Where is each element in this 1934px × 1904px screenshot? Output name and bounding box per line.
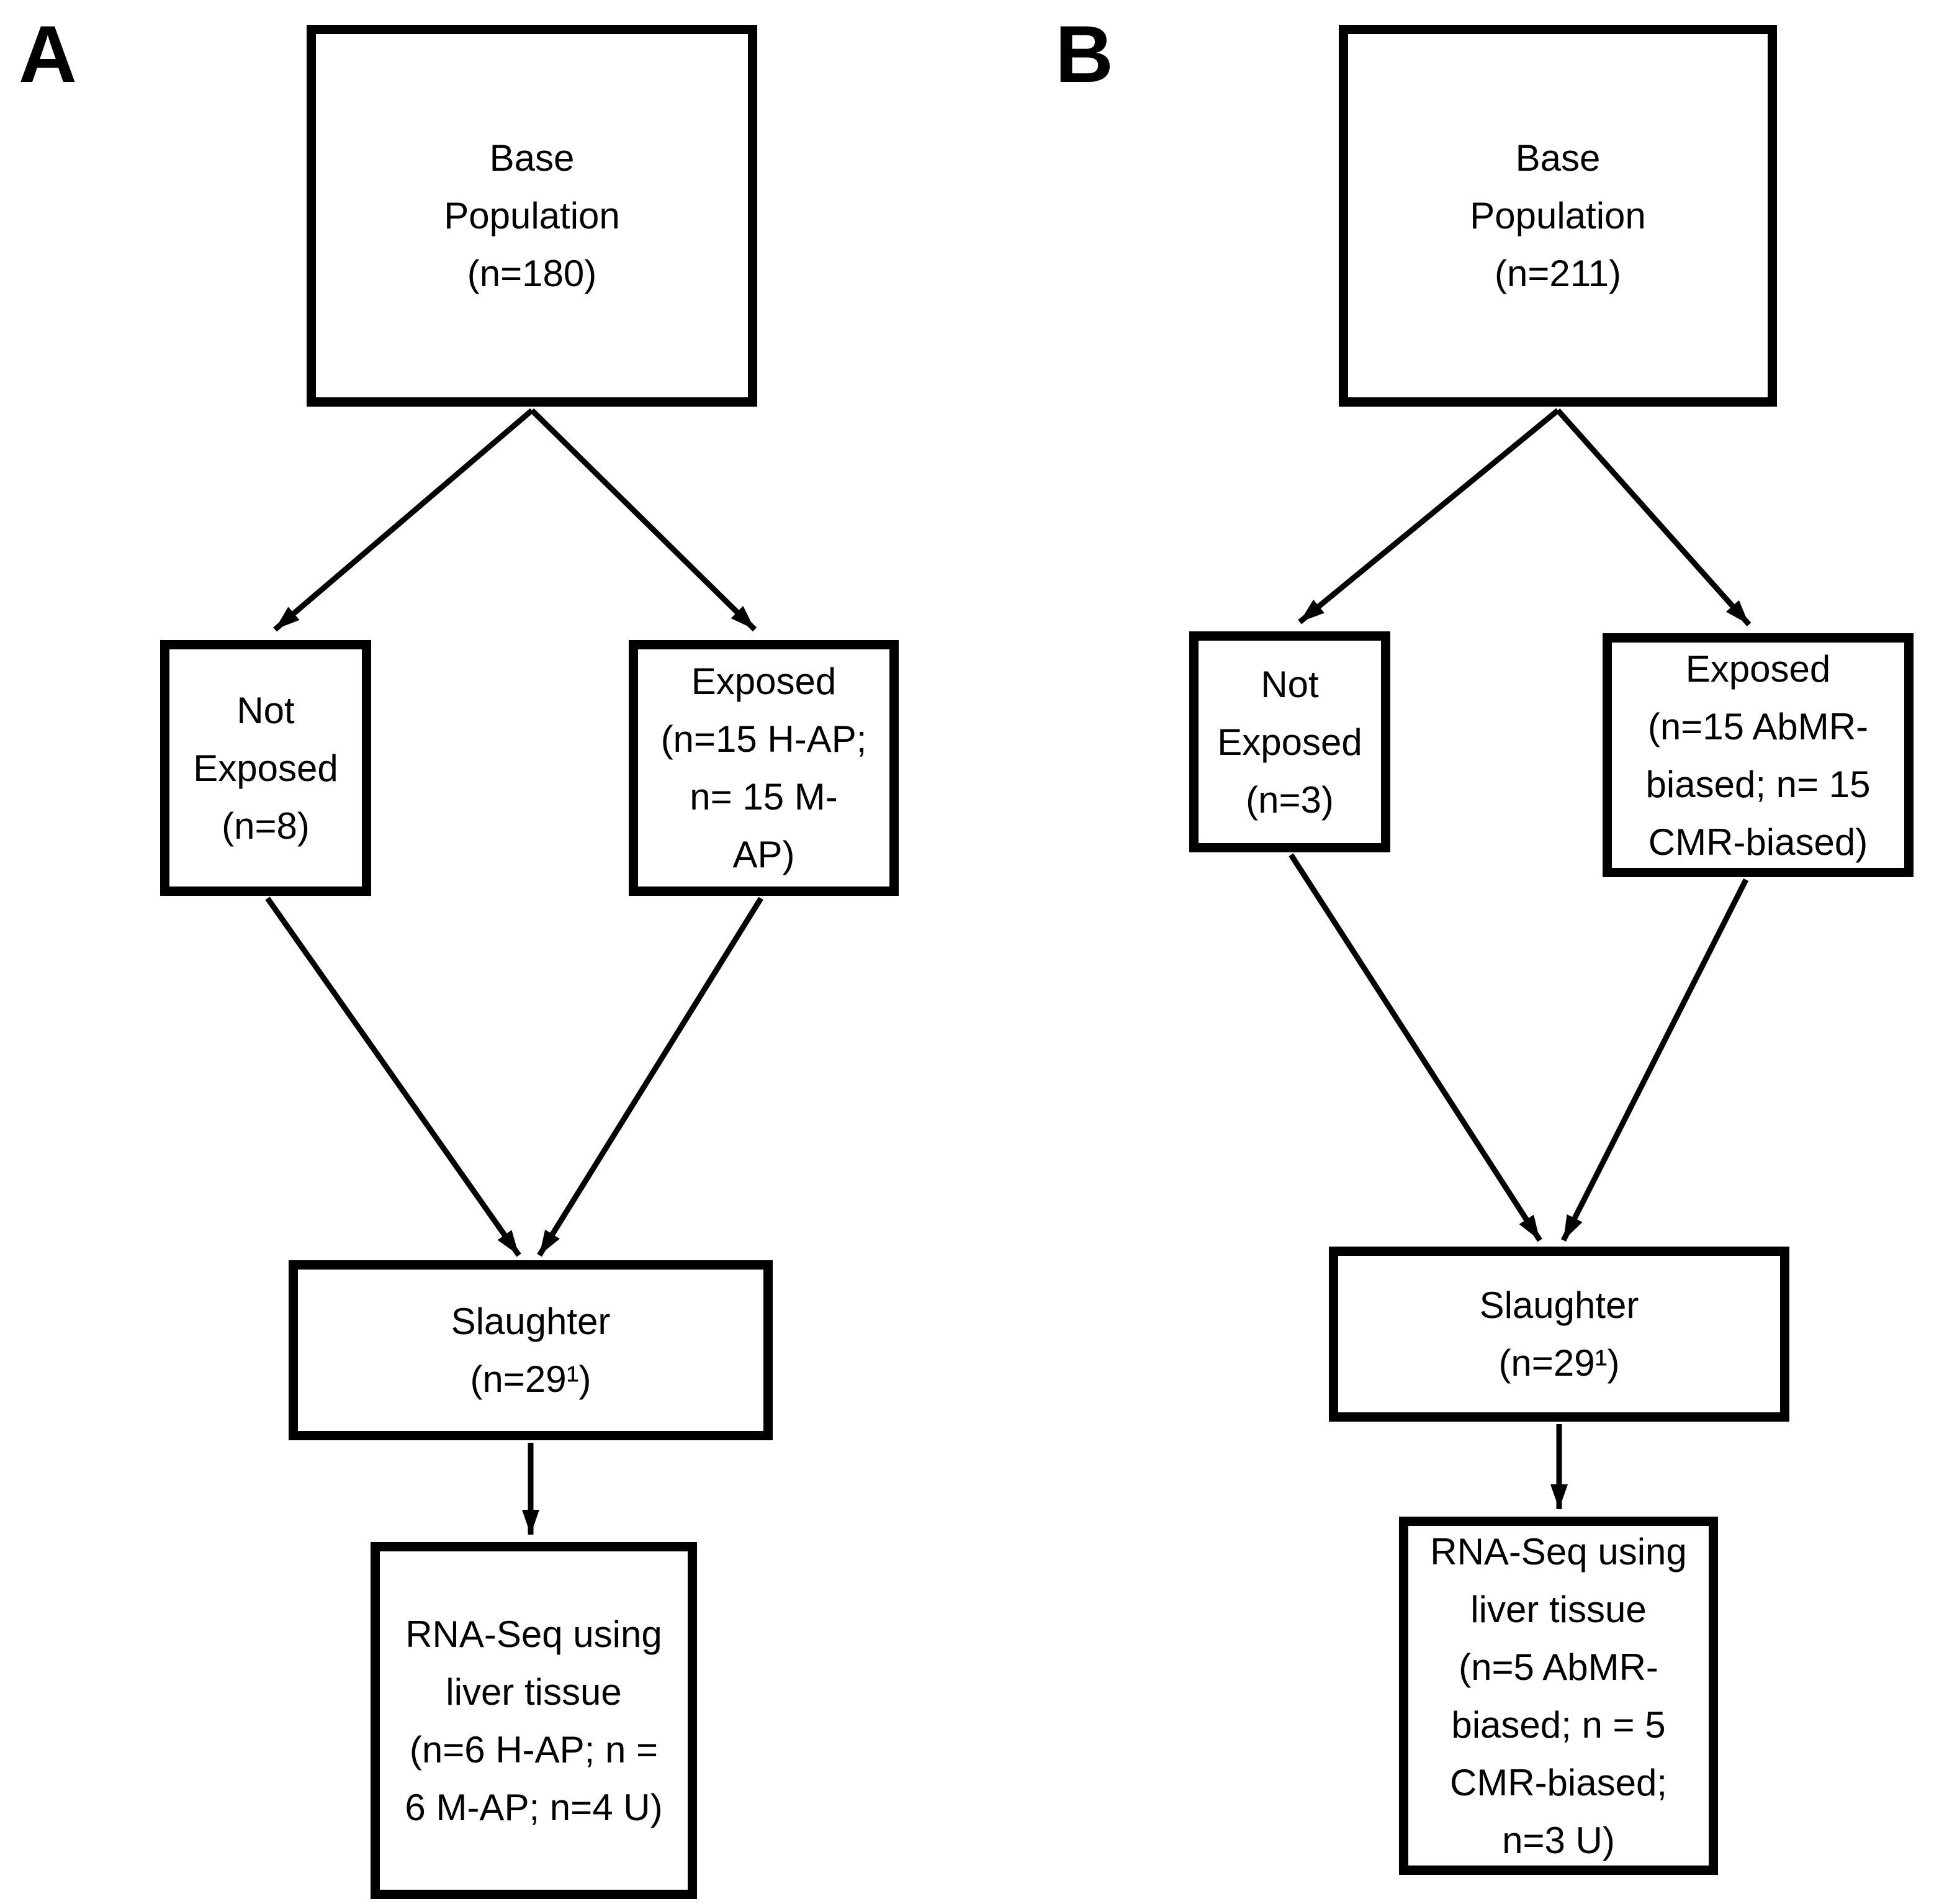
panel-a-label: A (19, 9, 77, 99)
node-a-exposed-text: Exposed (n=15 H-AP; n= 15 M- AP) (660, 661, 867, 875)
node-b-base-population-text: Base Population (n=211) (1470, 137, 1646, 294)
node-b-rnaseq: RNA-Seq using liver tissue (n=5 AbMR- bi… (1399, 1517, 1718, 1875)
node-a-rnaseq: RNA-Seq using liver tissue (n=6 H-AP; n … (371, 1542, 697, 1899)
node-b-exposed-text: Exposed (n=15 AbMR- biased; n= 15 CMR-bi… (1645, 647, 1871, 863)
node-b-slaughter-text: Slaughter (n=29¹) (1479, 1284, 1639, 1384)
arrow-a-base-to-exposed (529, 408, 757, 632)
node-a-rnaseq-text: RNA-Seq using liver tissue (n=6 H-AP; n … (405, 1613, 663, 1828)
arrow-a-base-to-not-exposed (273, 408, 534, 632)
node-a-slaughter-text: Slaughter (n=29¹) (451, 1301, 611, 1400)
node-a-not-exposed: Not Exposed (n=8) (160, 640, 371, 896)
node-b-slaughter: Slaughter (n=29¹) (1329, 1247, 1789, 1422)
node-a-base-population: Base Population (n=180) (307, 25, 757, 407)
arrow-b-not-exposed-to-slaughter (1289, 853, 1542, 1242)
node-a-exposed: Exposed (n=15 H-AP; n= 15 M- AP) (629, 640, 899, 896)
node-b-base-population: Base Population (n=211) (1339, 25, 1777, 407)
node-a-slaughter: Slaughter (n=29¹) (289, 1260, 773, 1440)
panel-b-label: B (1055, 9, 1113, 99)
arrow-b-exposed-to-slaughter (1560, 878, 1749, 1242)
node-b-not-exposed: Not Exposed (n=3) (1189, 631, 1390, 852)
arrow-a-exposed-to-slaughter (537, 896, 763, 1257)
node-b-exposed: Exposed (n=15 AbMR- biased; n= 15 CMR-bi… (1603, 633, 1914, 877)
arrow-a-not-exposed-to-slaughter (265, 896, 521, 1257)
node-a-not-exposed-text: Not Exposed (n=8) (193, 689, 338, 847)
node-b-rnaseq-text: RNA-Seq using liver tissue (n=5 AbMR- bi… (1430, 1530, 1687, 1861)
arrow-b-base-to-not-exposed (1298, 408, 1560, 625)
node-b-not-exposed-text: Not Exposed (n=3) (1217, 663, 1362, 821)
node-a-base-population-text: Base Population (n=180) (444, 137, 620, 294)
arrow-b-base-to-exposed (1555, 408, 1752, 626)
